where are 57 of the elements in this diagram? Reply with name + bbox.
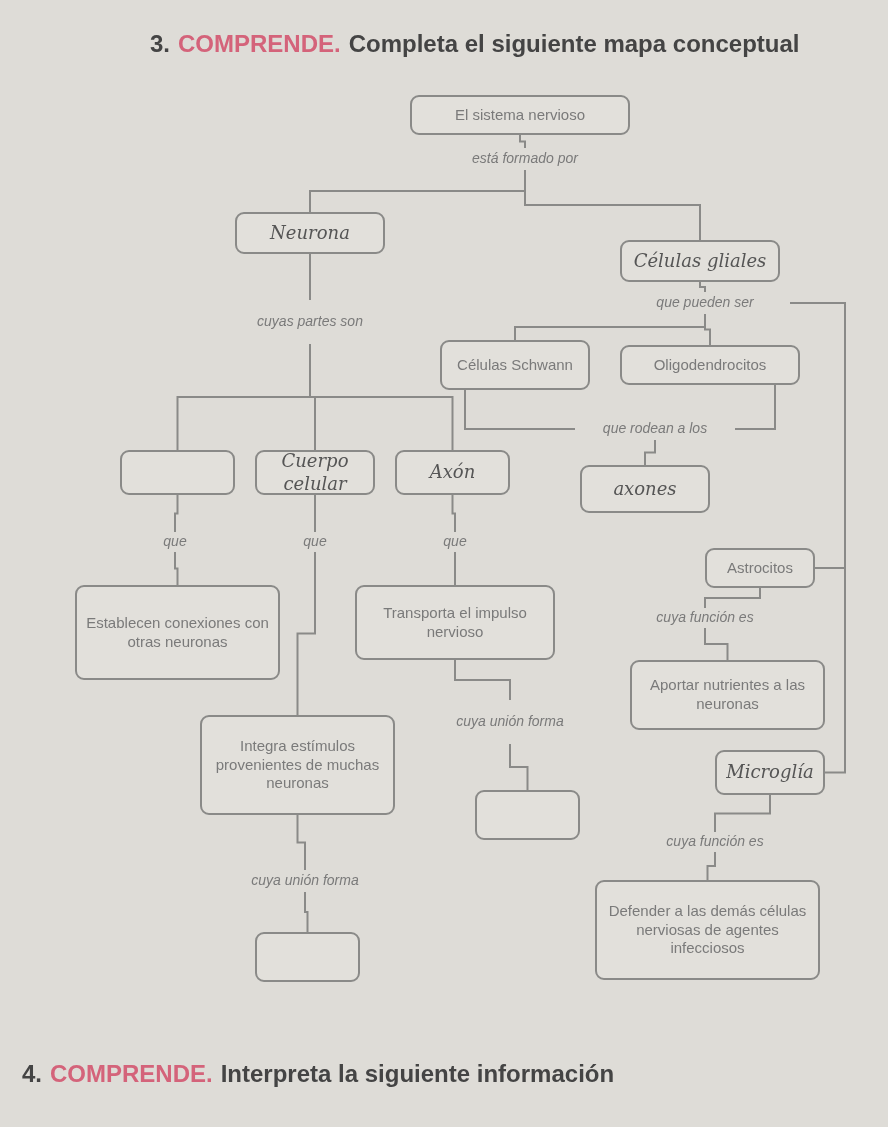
- empty-answer-box: [120, 450, 235, 495]
- concept-box: Astrocitos: [705, 548, 815, 588]
- concept-box: Integra estímulos provenientes de muchas neuronas: [200, 715, 395, 815]
- handwritten-answer-box: Neurona: [235, 212, 385, 254]
- linking-phrase: que pueden ser: [620, 292, 790, 314]
- concept-box: Defender a las demás células nerviosas de agentes infecciosos: [595, 880, 820, 980]
- linking-phrase: que: [290, 532, 340, 552]
- linking-phrase: que rodean a los: [575, 418, 735, 440]
- linking-phrase: que: [430, 532, 480, 552]
- connector-line: [454, 551, 456, 586]
- connector-line: [174, 551, 179, 586]
- linking-phrase: cuya función es: [630, 832, 800, 852]
- connector-line: [789, 302, 846, 774]
- exercise-keyword: COMPRENDE.: [50, 1060, 213, 1088]
- concept-box: El sistema nervioso: [410, 95, 630, 135]
- connector-line: [734, 384, 776, 430]
- instruction-text: Interpreta la siguiente información: [220, 1060, 615, 1088]
- concept-box: Aportar nutrientes a las neuronas: [630, 660, 825, 730]
- instruction-text: Completa el siguiente mapa conceptual: [348, 30, 800, 58]
- concept-box: Oligodendrocitos: [620, 345, 800, 385]
- connector-line: [519, 134, 526, 149]
- connector-line: [524, 169, 701, 241]
- connector-line: [704, 627, 729, 661]
- connector-line: [309, 253, 311, 301]
- empty-answer-box: [255, 932, 360, 982]
- exercise-keyword: COMPRENDE.: [178, 30, 341, 58]
- connector-line: [296, 551, 316, 716]
- handwritten-answer-box: axones: [580, 465, 710, 513]
- connector-line: [706, 851, 716, 881]
- exercise-number: 3.: [150, 30, 170, 58]
- connector-line: [304, 891, 309, 933]
- connector-line: [644, 439, 656, 466]
- linking-phrase: cuya unión forma: [440, 700, 580, 744]
- connector-line: [464, 389, 576, 430]
- connector-line: [699, 281, 706, 293]
- concept-box: Transporta el impulso nervioso: [355, 585, 555, 660]
- connector-line: [451, 494, 456, 533]
- concept-box: Establecen conexiones con otras neuronas: [75, 585, 280, 680]
- linking-phrase: cuya unión forma: [200, 870, 410, 892]
- handwritten-answer-box: Células gliales: [620, 240, 780, 282]
- concept-box: Células Schwann: [440, 340, 590, 390]
- linking-phrase: cuya función es: [620, 608, 790, 628]
- connector-line: [704, 587, 761, 609]
- exercise-number: 4.: [22, 1060, 42, 1088]
- handwritten-answer-box: Microglía: [715, 750, 825, 795]
- linking-phrase: cuyas partes son: [230, 300, 390, 344]
- handwritten-answer-box: Axón: [395, 450, 510, 495]
- connector-line: [174, 494, 179, 533]
- connector-line: [296, 814, 306, 871]
- connector-line: [509, 743, 529, 791]
- linking-phrase: que: [150, 532, 200, 552]
- connector-line: [714, 794, 771, 833]
- handwritten-answer-box: Cuerpo celular: [255, 450, 375, 495]
- connector-line: [454, 659, 511, 701]
- empty-answer-box: [475, 790, 580, 840]
- linking-phrase: está formado por: [430, 148, 620, 170]
- connector-line: [314, 494, 316, 533]
